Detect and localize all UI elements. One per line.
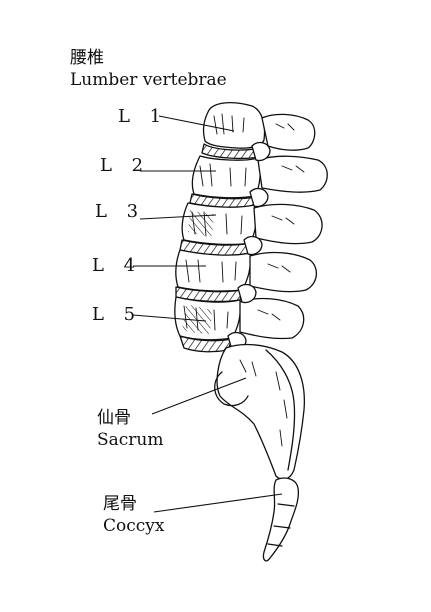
vertebral-body-l1 [202, 101, 266, 149]
articular-process-2 [249, 187, 269, 208]
label-l4: L 4 [92, 255, 143, 276]
sacrum-label-jp: 仙骨 [97, 408, 131, 428]
coccyx-label-en: Coccyx [103, 516, 165, 536]
spinous-process-l4 [249, 251, 317, 293]
leader-line-sacrum [151, 377, 247, 415]
leader-line-coccyx [153, 493, 283, 513]
spinous-process-l1 [261, 113, 316, 151]
coccyx-segment-line-3 [267, 543, 283, 547]
sacrum-label-en: Sacrum [97, 430, 164, 450]
leader-lines [132, 115, 283, 513]
spinous-process-l2 [257, 155, 328, 193]
leader-line-l5 [132, 314, 207, 322]
title-en: Lumber vertebrae [70, 70, 227, 90]
sacral-crest [265, 349, 296, 471]
label-l2: L 2 [100, 155, 151, 176]
label-l3: L 3 [95, 201, 146, 222]
spinous-process-l5 [239, 297, 305, 340]
sacrum-bone [216, 343, 306, 481]
label-l1: L 1 [118, 106, 169, 127]
spinous-process-l3 [253, 203, 323, 245]
coccyx-segment-line-1 [277, 503, 295, 507]
articular-process-4 [237, 283, 257, 304]
coccyx-label-jp: 尾骨 [103, 494, 137, 514]
sacral-wing [214, 371, 249, 407]
title-jp: 腰椎 [70, 48, 104, 68]
articular-process-3 [243, 235, 263, 256]
coccyx-segment-line-2 [273, 525, 291, 529]
coccyx-bone [262, 477, 300, 562]
leader-line-l3 [139, 214, 217, 220]
leader-line-l1 [158, 115, 235, 132]
articular-process-1 [251, 141, 271, 162]
label-l5: L 5 [92, 304, 143, 325]
